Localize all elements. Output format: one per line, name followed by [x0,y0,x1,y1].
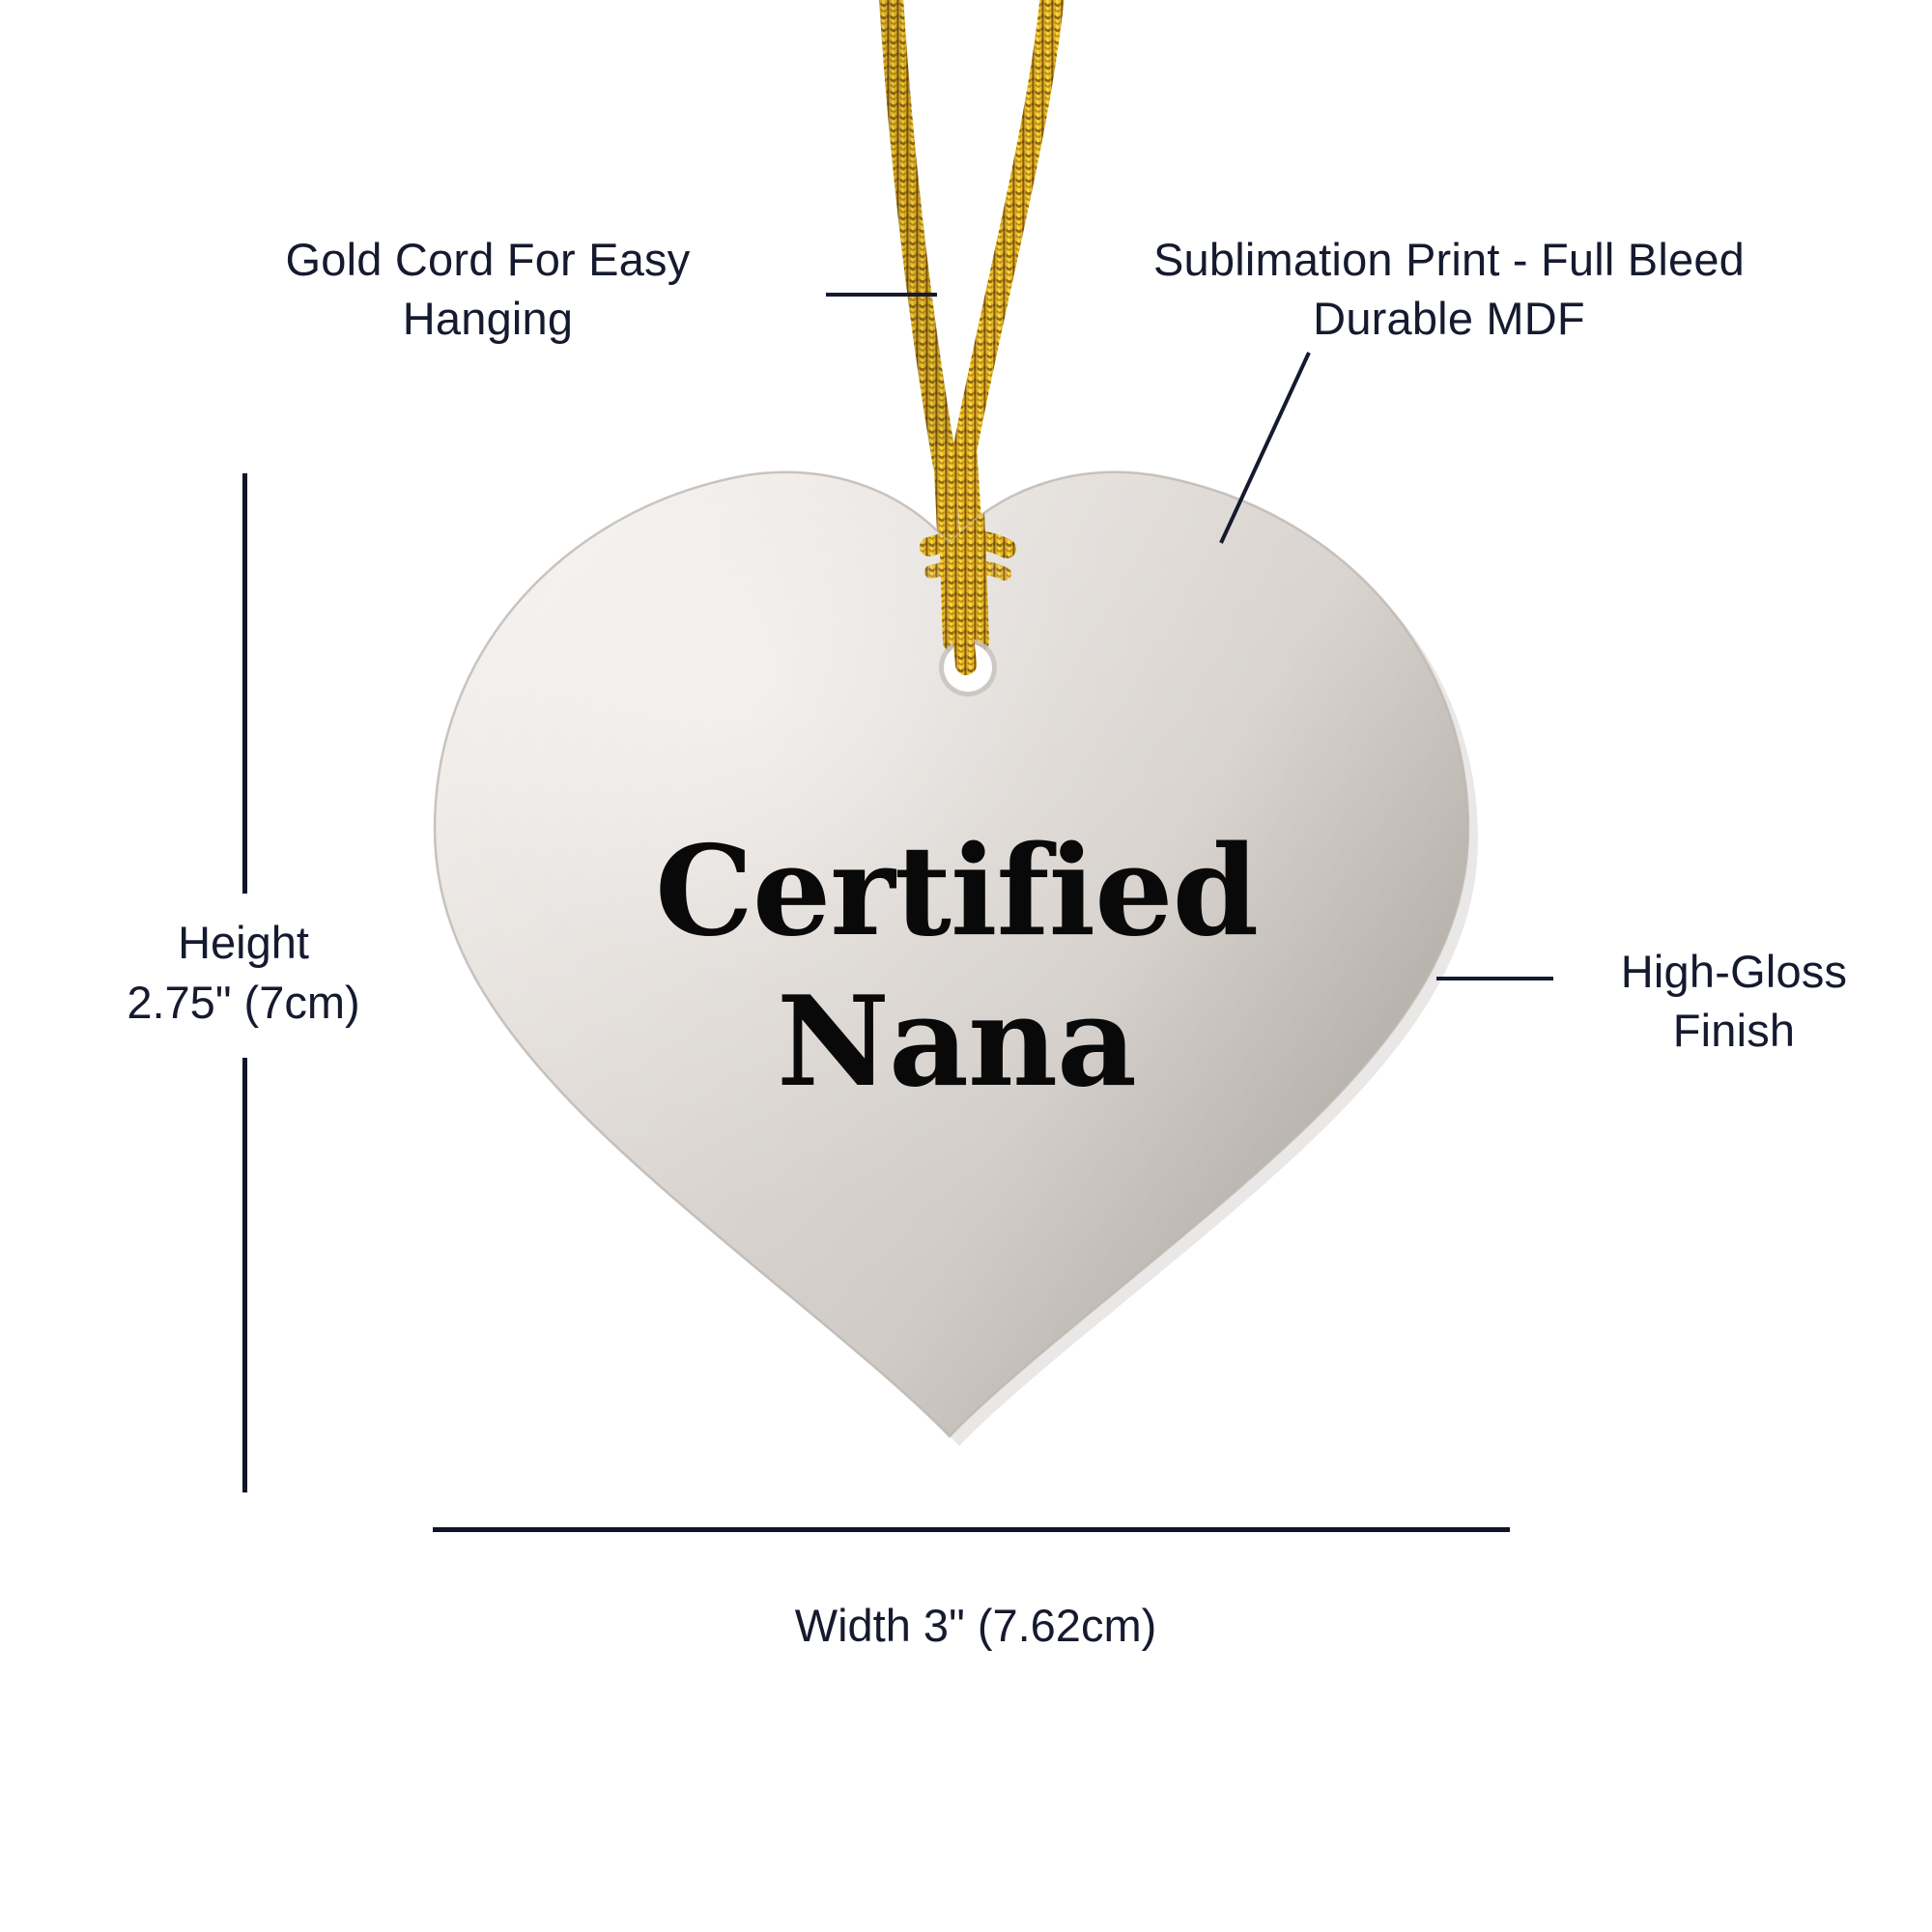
width-dimension-line [433,1527,1510,1532]
hang-hole-icon [939,608,997,696]
dimension-label-height: Height 2.75" (7cm) [127,917,360,1029]
height-dimension-line-bottom [242,1058,247,1492]
dimension-label-width: Width 3" (7.62cm) [794,1600,1157,1651]
ornament-printed-text: Certified Nana [654,819,1259,1116]
gold-cord-icon [878,0,1065,476]
annotation-high-gloss-finish: High-Gloss Finish [1620,946,1848,1057]
annotation-sublimation-print: Sublimation Print - Full Bleed Durable M… [1152,234,1746,345]
height-dimension-line-top [242,473,247,894]
annotation-gold-cord: Gold Cord For Easy Hanging [285,234,691,345]
